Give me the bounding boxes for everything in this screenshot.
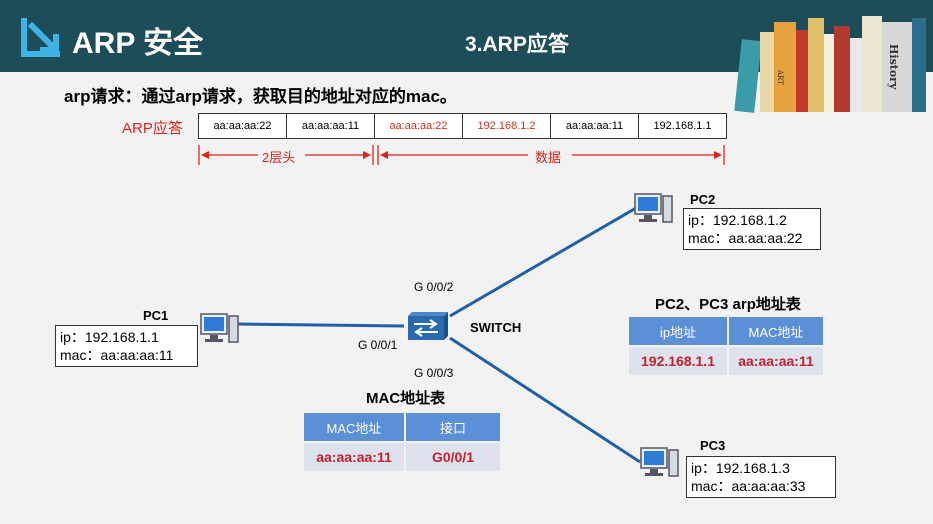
pc1-info-box: ip：192.168.1.1 mac：aa:aa:aa:11 (55, 325, 198, 367)
arp-table-header: ip地址 (629, 317, 727, 345)
arp-table-cell: aa:aa:aa:11 (729, 347, 823, 375)
mac-table-title: MAC地址表 (366, 390, 446, 407)
mac-table-header: MAC地址 (304, 413, 404, 441)
pc1-ip: ip：192.168.1.1 (60, 329, 159, 345)
pc3-ip: ip：192.168.1.3 (691, 460, 790, 476)
port-g002-label: G 0/0/2 (414, 280, 454, 294)
link-switch-pc2 (449, 206, 637, 318)
packet-field: aa:aa:aa:22 (374, 113, 463, 139)
table-row: aa:aa:aa:11 G0/0/1 (304, 443, 500, 471)
pc1-computer-icon (200, 313, 239, 343)
page-title: ARP 安全 (72, 27, 204, 60)
book-label-history: History (887, 44, 900, 90)
packet-label: ARP应答 (122, 120, 183, 137)
mac-table-header: 接口 (406, 413, 500, 441)
packet-fields: aa:aa:aa:22 aa:aa:aa:11 aa:aa:aa:22 192.… (198, 113, 727, 139)
packet-field: 192.168.1.1 (638, 113, 727, 139)
packet-field: aa:aa:aa:11 (550, 113, 639, 139)
pc2-mac: mac：aa:aa:aa:22 (688, 230, 803, 246)
arp-table-header: MAC地址 (729, 317, 823, 345)
mac-table-cell: aa:aa:aa:11 (304, 443, 404, 471)
arp-table-cell: 192.168.1.1 (629, 347, 727, 375)
port-g003-label: G 0/0/3 (414, 366, 454, 380)
switch-icon (408, 312, 448, 340)
pc1-mac: mac：aa:aa:aa:11 (60, 347, 174, 363)
pc2-ip: ip：192.168.1.2 (688, 212, 787, 228)
switch-label: SWITCH (470, 320, 522, 335)
span-data: 数据 (531, 147, 566, 166)
pc3-info-box: ip：192.168.1.3 mac：aa:aa:aa:33 (686, 456, 836, 498)
pc3-computer-icon (640, 447, 679, 477)
mac-table-cell: G0/0/1 (406, 443, 500, 471)
section-title: 3.ARP应答 (465, 33, 569, 56)
packet-field: 192.168.1.2 (462, 113, 551, 139)
book-label-art: ART (776, 69, 784, 85)
port-g001-label: G 0/0/1 (358, 338, 398, 352)
link-pc1-switch (237, 322, 405, 328)
table-row: 192.168.1.1 aa:aa:aa:11 (629, 347, 823, 375)
pc3-label: PC3 (700, 438, 726, 453)
mac-table: MAC地址 接口 aa:aa:aa:11 G0/0/1 (302, 411, 502, 473)
arp-table-title: PC2、PC3 arp地址表 (655, 296, 801, 313)
pc2-info-box: ip：192.168.1.2 mac：aa:aa:aa:22 (683, 208, 821, 250)
span-l2-header: 2层头 (258, 147, 300, 166)
arp-table: ip地址 MAC地址 192.168.1.1 aa:aa:aa:11 (627, 315, 825, 377)
network-links (237, 206, 641, 464)
span-markers (198, 145, 725, 165)
pc3-mac: mac：aa:aa:aa:33 (691, 478, 806, 494)
pc2-computer-icon (634, 193, 673, 223)
pc2-label: PC2 (690, 192, 716, 207)
arrow-down-right-icon (21, 18, 60, 57)
description-text: arp请求：通过arp请求，获取目的地址对应的mac。 (64, 87, 457, 106)
pc1-label: PC1 (143, 308, 169, 323)
books-illustration: ART History (734, 16, 926, 113)
link-switch-pc3 (449, 336, 641, 464)
